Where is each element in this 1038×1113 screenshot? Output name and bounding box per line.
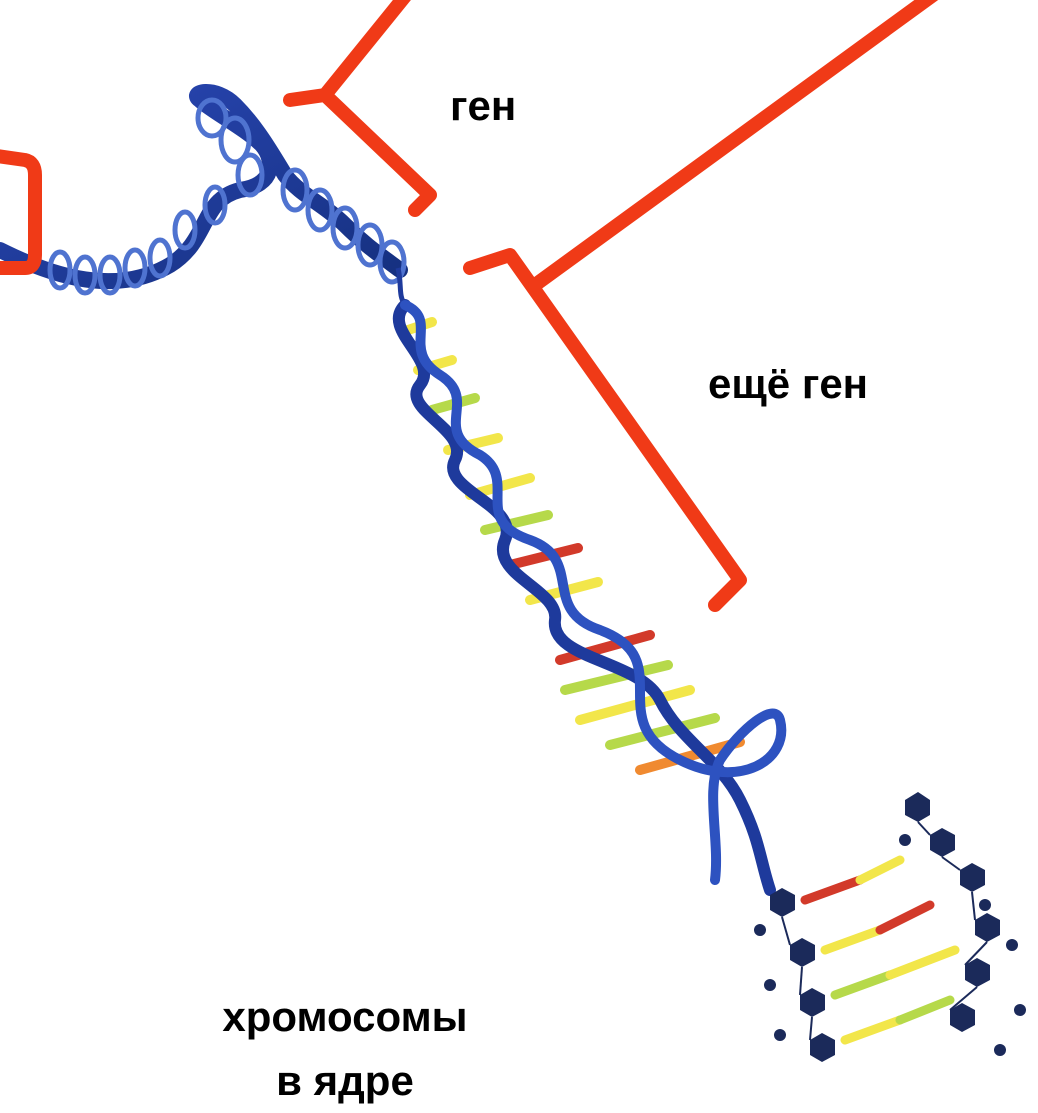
chromosome-label: хромосомы в ядре (210, 985, 480, 1113)
dna-ladder-molecular (754, 792, 1026, 1062)
gene-label: ген (450, 85, 516, 127)
dna-diagram (0, 0, 1038, 1065)
another-gene-label: ещё ген (708, 363, 868, 405)
bracket-gene (290, 0, 430, 210)
